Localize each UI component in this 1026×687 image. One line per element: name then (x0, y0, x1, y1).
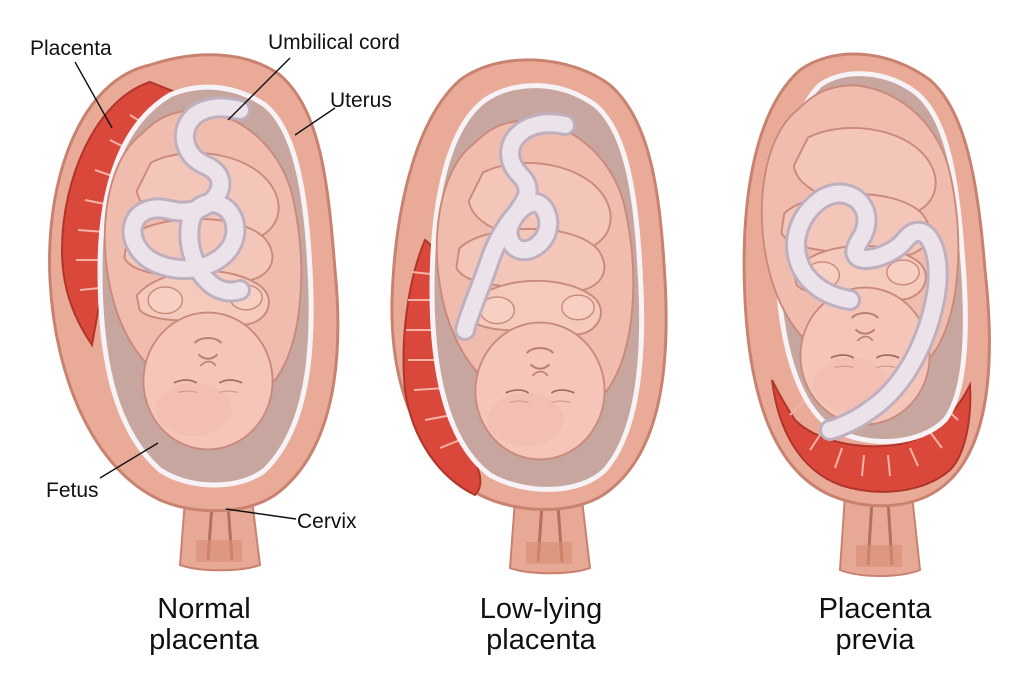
placenta-previa-caption: Placenta previa (765, 594, 985, 656)
fetus-leader (99, 442, 159, 479)
fetus-label: Fetus (46, 479, 99, 502)
caption-line-2: previa (835, 624, 915, 656)
normal-placenta-caption: Normal placenta (94, 594, 314, 656)
caption-line-1: Normal (157, 593, 251, 625)
caption-line-2: placenta (486, 624, 596, 656)
placenta-leader (74, 61, 113, 129)
cervix-label: Cervix (297, 510, 357, 533)
uterus-label: Uterus (330, 89, 392, 112)
normal-placenta-panel (48, 53, 340, 572)
placenta-label: Placenta (30, 37, 112, 60)
uterus-leader (294, 107, 336, 136)
umbilical-cord-leader (227, 57, 291, 121)
leader-lines (74, 57, 336, 520)
placenta (771, 379, 972, 493)
low-lying-placenta-panel (390, 58, 668, 575)
caption-line-2: placenta (149, 624, 259, 656)
umbilical-cord-label: Umbilical cord (268, 31, 400, 54)
cervix-leader (225, 508, 297, 520)
placenta-previa-panel (742, 52, 991, 577)
caption-line-1: Low-lying (479, 593, 603, 625)
low-lying-placenta-caption: Low-lying placenta (431, 594, 651, 656)
caption-line-1: Placenta (818, 593, 932, 625)
